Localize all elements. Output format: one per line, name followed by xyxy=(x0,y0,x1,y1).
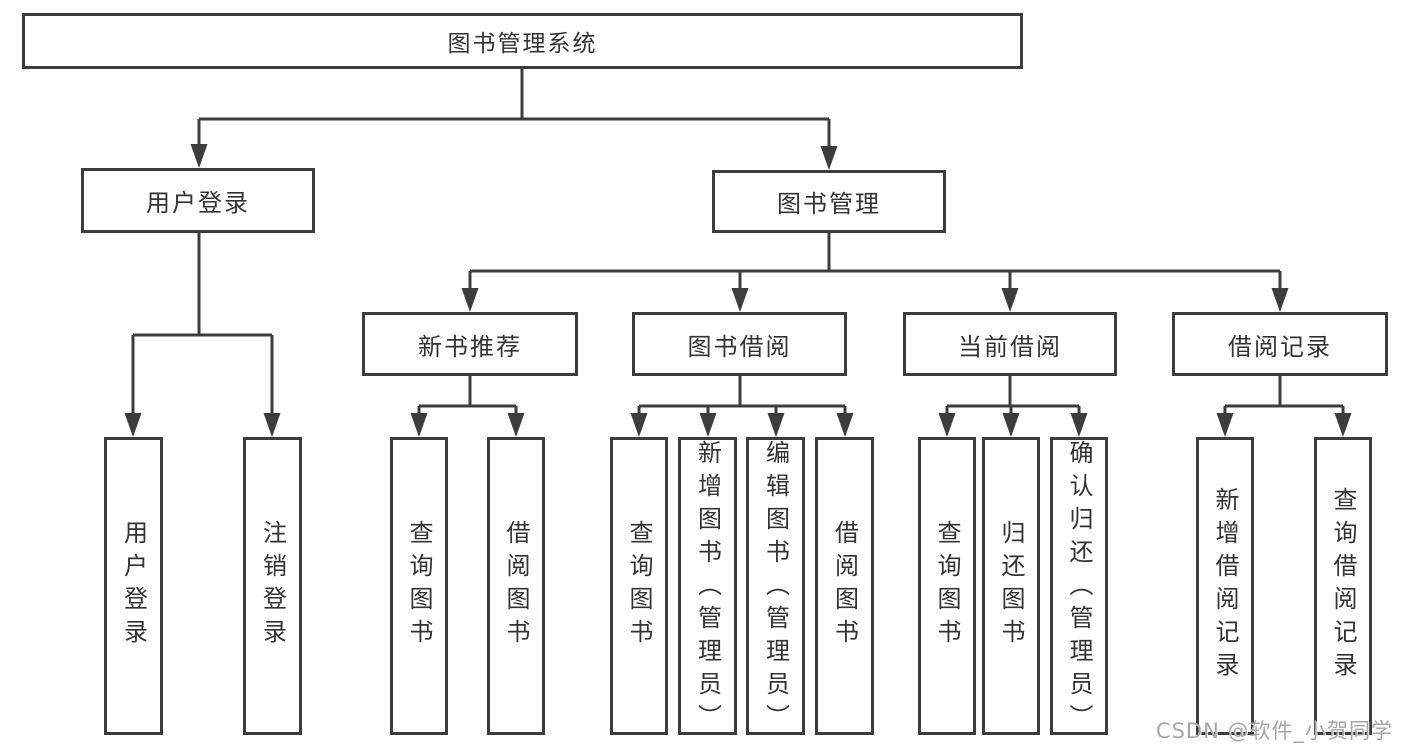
node-label-book-borrowing: 图书借阅 xyxy=(687,332,792,361)
node-label-leaf-borrow-books-borrow: 借阅图书 xyxy=(830,520,859,652)
node-leaf-query-books-current: 查询图书 xyxy=(918,437,976,735)
node-leaf-user-login: 用户登录 xyxy=(104,437,163,735)
node-label-leaf-user-login: 用户登录 xyxy=(119,520,148,652)
node-label-book-management: 图书管理 xyxy=(777,190,881,218)
node-leaf-query-borrow-record: 查询借阅记录 xyxy=(1314,437,1372,735)
node-leaf-logout: 注销登录 xyxy=(243,437,302,735)
node-label-leaf-borrow-books-new: 借阅图书 xyxy=(502,520,530,652)
node-new-book-recommendation: 新书推荐 xyxy=(362,312,578,376)
node-leaf-add-books-admin: 新增图书（管理员） xyxy=(678,437,737,737)
node-current-borrowing: 当前借阅 xyxy=(903,312,1117,376)
node-leaf-borrow-books-borrow: 借阅图书 xyxy=(815,437,874,735)
node-book-management: 图书管理 xyxy=(712,170,946,233)
node-leaf-confirm-return-admin: 确认归还（管理员） xyxy=(1050,437,1108,737)
node-leaf-query-books-borrow: 查询图书 xyxy=(610,437,668,735)
node-label-leaf-query-books-new: 查询图书 xyxy=(405,520,433,652)
node-leaf-add-borrow-record: 新增借阅记录 xyxy=(1196,437,1254,735)
node-leaf-edit-books-admin: 编辑图书（管理员） xyxy=(746,437,805,737)
node-label-library-management-system: 图书管理系统 xyxy=(447,31,598,57)
node-label-leaf-logout: 注销登录 xyxy=(258,520,287,652)
node-label-leaf-return-books: 归还图书 xyxy=(997,520,1025,652)
node-label-leaf-add-borrow-record: 新增借阅记录 xyxy=(1211,487,1239,685)
node-borrowing-records: 借阅记录 xyxy=(1172,312,1388,376)
node-label-borrowing-records: 借阅记录 xyxy=(1228,332,1332,361)
node-leaf-return-books: 归还图书 xyxy=(982,437,1040,735)
node-leaf-borrow-books-new: 借阅图书 xyxy=(487,437,545,735)
node-leaf-query-books-new: 查询图书 xyxy=(390,437,448,735)
node-label-leaf-query-books-current: 查询图书 xyxy=(933,520,961,652)
node-book-borrowing: 图书借阅 xyxy=(632,312,847,376)
node-label-current-borrowing: 当前借阅 xyxy=(958,332,1062,361)
node-label-user-login: 用户登录 xyxy=(146,189,250,217)
node-user-login: 用户登录 xyxy=(81,168,315,233)
node-label-new-book-recommendation: 新书推荐 xyxy=(418,332,522,361)
node-label-leaf-confirm-return-admin: 确认归还（管理员） xyxy=(1065,440,1093,737)
node-label-leaf-query-borrow-record: 查询借阅记录 xyxy=(1329,487,1357,685)
node-label-leaf-edit-books-admin: 编辑图书（管理员） xyxy=(761,440,790,737)
node-label-leaf-add-books-admin: 新增图书（管理员） xyxy=(693,440,722,737)
node-library-management-system: 图书管理系统 xyxy=(22,13,1023,69)
node-label-leaf-query-books-borrow: 查询图书 xyxy=(625,520,653,652)
